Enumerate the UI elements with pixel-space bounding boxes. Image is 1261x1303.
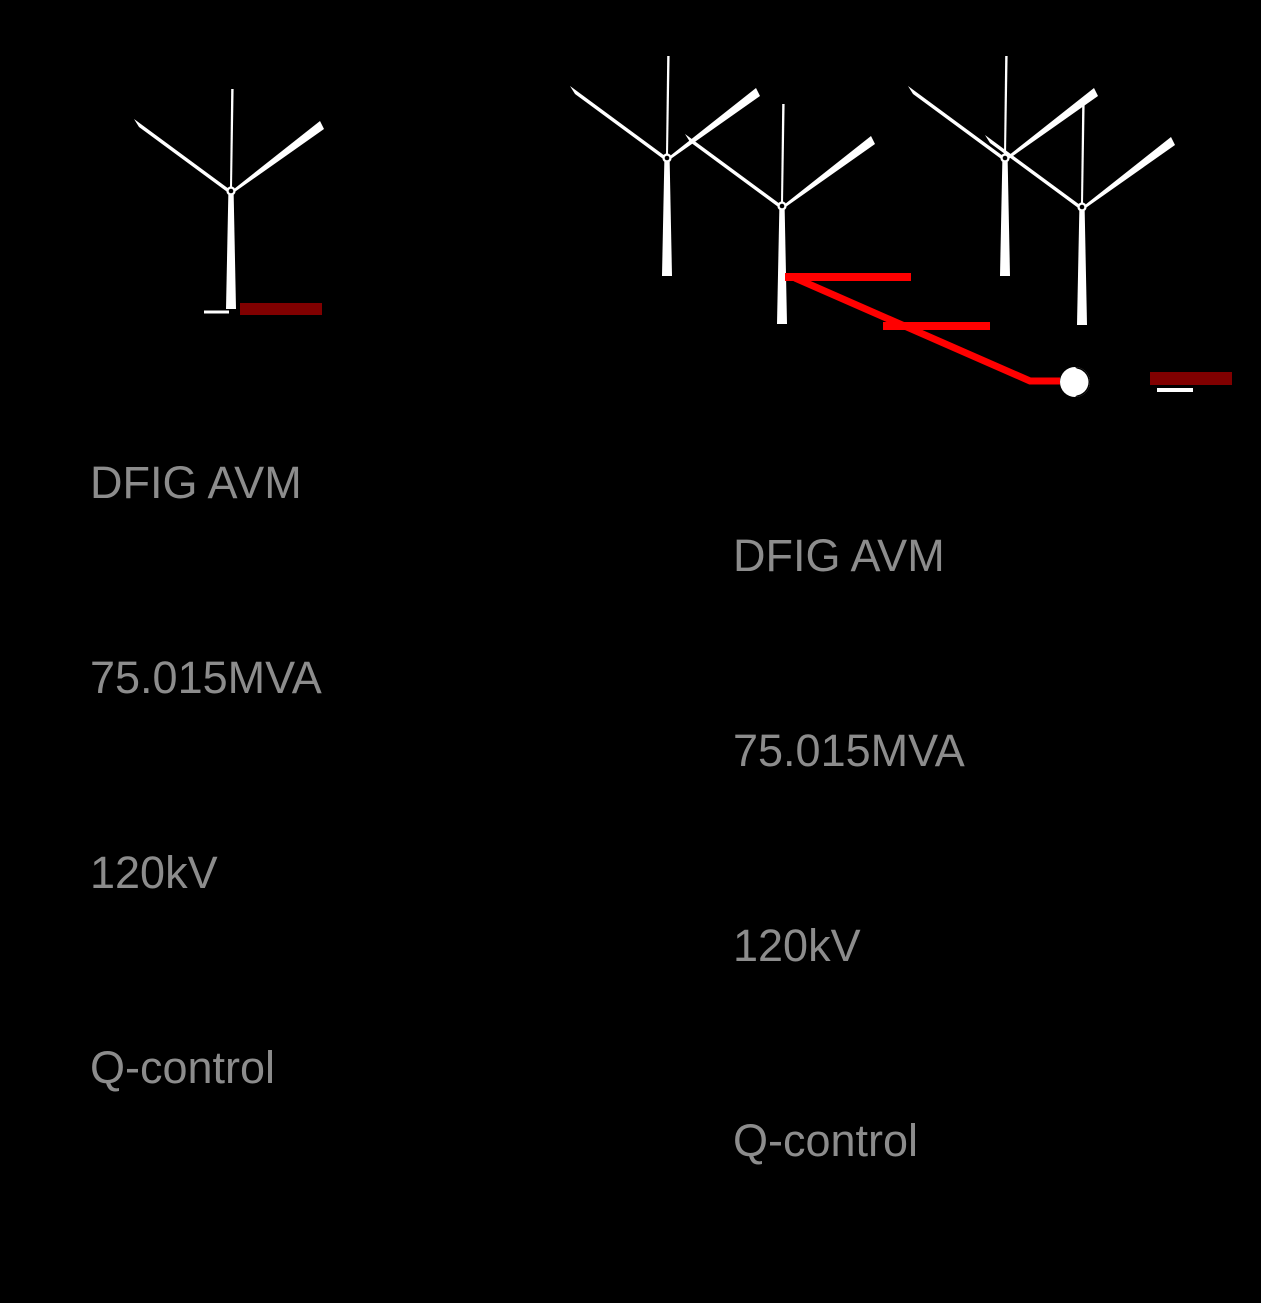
right-bus-bar	[1150, 372, 1232, 385]
left-label-line-3: 120kV	[90, 847, 218, 898]
left-wind-farm-block	[134, 89, 324, 315]
feeder-transmission-line	[793, 274, 1060, 385]
left-block-label: DFIG AVM 75.015MVA 120kV Q-control	[90, 320, 322, 1230]
right-block-label: DFIG AVM 75.015MVA 120kV Q-control	[733, 393, 965, 1303]
single-line-diagram-svg	[0, 0, 1261, 701]
right-white-connector	[1157, 388, 1193, 392]
right-wind-farm-block	[570, 56, 1232, 397]
lower-bus-bar	[883, 322, 990, 330]
left-white-connector	[204, 310, 229, 314]
diagram-canvas: DFIG AVM 75.015MVA 120kV Q-control DFIG …	[0, 0, 1261, 1166]
left-label-line-4: Q-control	[90, 1042, 276, 1093]
left-label-line-1: DFIG AVM	[90, 457, 302, 508]
left-label-line-2: 75.015MVA	[90, 652, 322, 703]
upper-bus-bar	[785, 273, 911, 281]
right-label-line-1: DFIG AVM	[733, 530, 945, 581]
diagram-background	[0, 0, 1261, 701]
right-label-line-2: 75.015MVA	[733, 725, 965, 776]
generator-circle-symbol	[1060, 367, 1090, 397]
right-label-line-4: Q-control	[733, 1115, 919, 1166]
left-bus-bar	[240, 303, 322, 315]
right-label-line-3: 120kV	[733, 920, 861, 971]
